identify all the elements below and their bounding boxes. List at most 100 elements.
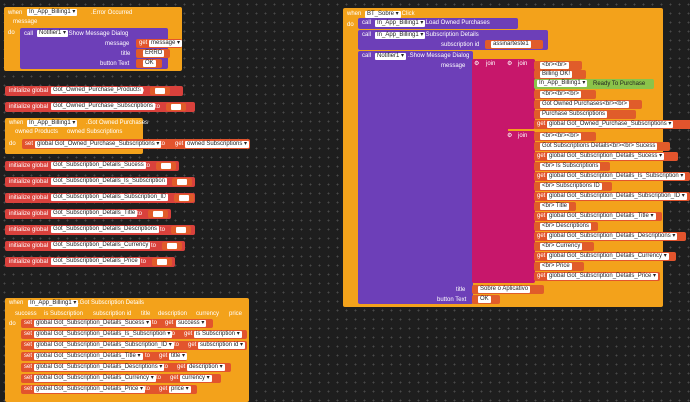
global-name[interactable]: Got_Owned_Purchase_Subscriptions [51, 103, 156, 110]
join-block[interactable] [505, 131, 535, 283]
join-text-value[interactable]: Billing OK! [540, 71, 573, 78]
join-gear-icon[interactable]: ⚙ [507, 133, 513, 139]
notifier-dropdown[interactable]: Notifier1 [375, 53, 407, 60]
join-get-dropdown[interactable]: global Got_Subscription_Details_Currency [547, 253, 669, 260]
owned-param-products[interactable]: owned Products [15, 129, 59, 135]
empty-string-value[interactable] [157, 259, 167, 265]
join-text-value[interactable]: <br> Currency [540, 243, 583, 250]
load-owned-purchases-call-block[interactable] [358, 18, 518, 29]
do-keyword: do [9, 141, 16, 147]
join-text-value[interactable]: Got Subscriptions Details<br><br> Sucess [540, 143, 658, 150]
join-get-dropdown[interactable]: global Got_Subscription_Details_Subscrip… [547, 193, 687, 200]
global-name[interactable]: Got_Subscription_Details_Price [51, 258, 140, 265]
get-variable-dropdown[interactable]: subscription id [198, 342, 246, 349]
global-name[interactable]: Got_Subscription_Details_Sucess [51, 162, 146, 169]
empty-string-value[interactable] [167, 243, 177, 249]
global-name[interactable]: Got_Subscription_Details_Descriptions [51, 226, 160, 233]
notifier-dropdown[interactable]: Notifier1 [37, 30, 69, 37]
details-param[interactable]: is Subscription [44, 311, 84, 317]
details-param[interactable]: price [229, 311, 243, 317]
join-gear-icon[interactable]: ⚙ [474, 61, 480, 67]
set-variable-dropdown[interactable]: global Got_Subscription_Details_Sucess [34, 320, 152, 327]
join-text-value[interactable]: <br><br> [540, 62, 569, 69]
load-component-dropdown[interactable]: In_App_Billing1 [375, 20, 426, 27]
details-param[interactable]: currency [196, 311, 220, 317]
join-text-value[interactable]: Got Owned Purchases<br><br> [540, 101, 630, 108]
global-name[interactable]: Got_Subscription_Details_Title [51, 210, 138, 217]
empty-string-value[interactable] [153, 211, 163, 217]
ready-to-purchase-block[interactable] [534, 79, 654, 89]
join-get-dropdown[interactable]: global Got_Owned_Purchase_Subscriptions [547, 121, 674, 128]
global-name[interactable]: Got_Subscription_Details_Subscription_ID [51, 194, 169, 201]
set-variable-dropdown[interactable]: global Got_Subscription_Details_Currency [34, 375, 156, 382]
when-keyword: when [8, 10, 23, 16]
join-get-dropdown[interactable]: global Got_Subscription_Details_Is_Subsc… [547, 173, 686, 180]
details-param[interactable]: title [141, 311, 151, 317]
get-variable-dropdown[interactable]: currency [180, 375, 212, 382]
join-get-dropdown[interactable]: global Got_Subscription_Details_Title [547, 213, 656, 220]
billing-component-dropdown[interactable]: In_App_Billing1 [537, 80, 588, 87]
empty-string-value[interactable] [155, 88, 165, 94]
get-variable-dropdown[interactable]: success [176, 320, 207, 327]
get-keyword: get [159, 353, 168, 359]
empty-string-value[interactable] [161, 163, 171, 169]
error-component-dropdown[interactable]: In_App_Billing1 [27, 9, 78, 16]
join-text-value[interactable]: <br> Is Subscriptions [540, 163, 601, 170]
show-message-dialog-call-block[interactable] [358, 51, 473, 304]
get-variable-dropdown[interactable]: owned Subscriptions [185, 141, 250, 148]
set-variable-dropdown[interactable]: global Got_Owned_Purchase_Subscriptions [35, 141, 162, 148]
empty-string-value[interactable] [177, 179, 187, 185]
get-variable-dropdown[interactable]: is Subscription [194, 331, 242, 338]
button-string-value[interactable]: OK [143, 60, 156, 67]
set-variable-dropdown[interactable]: global Got_Subscription_Details_Title [34, 353, 143, 360]
join-text-value[interactable]: <br> Subscriptions ID [540, 183, 602, 190]
join-get-dropdown[interactable]: global Got_Subscription_Details_Price [547, 273, 659, 280]
owned-param-subscriptions[interactable]: owned Subscriptions [67, 129, 123, 135]
global-name[interactable]: Got_Owned_Purchase_Products [51, 87, 143, 94]
empty-string-value[interactable] [179, 195, 189, 201]
details-param[interactable]: description [158, 311, 188, 317]
click-component-dropdown[interactable]: BT_Sobre [365, 11, 401, 18]
details-param[interactable]: success [15, 311, 37, 317]
to-keyword: to [161, 179, 167, 185]
join-text-value[interactable]: <br> Title [540, 203, 570, 210]
message-socket-label: message [441, 63, 466, 69]
get-variable-dropdown[interactable]: title [169, 353, 188, 360]
join-get-dropdown[interactable]: global Got_Subscription_Details_Descript… [547, 233, 678, 240]
global-name[interactable]: Got_Subscription_Details_Currency [51, 242, 151, 249]
set-variable-dropdown[interactable]: global Got_Subscription_Details_Price [34, 386, 146, 393]
get-keyword: get [170, 375, 179, 381]
details-component-dropdown[interactable]: In_App_Billing1 [28, 300, 79, 307]
dialog-button-value[interactable]: OK [478, 296, 491, 303]
get-variable-dropdown[interactable]: price [169, 386, 191, 393]
title-string-value[interactable]: ERRO [143, 50, 165, 57]
owned-component-dropdown[interactable]: In_App_Billing1 [27, 120, 78, 127]
join-block[interactable] [505, 59, 535, 129]
join-gear-icon[interactable]: ⚙ [507, 61, 513, 67]
error-param-message[interactable]: message [13, 19, 38, 25]
get-message-dropdown[interactable]: message [149, 40, 183, 47]
set-variable-dropdown[interactable]: global Got_Subscription_Details_Subscrip… [34, 342, 174, 349]
details-event-name: .Got Subscription Details [78, 300, 145, 306]
join-text-value[interactable]: <br><br><br> [540, 91, 582, 98]
dialog-title-value[interactable]: Sobre o Aplicativo [478, 286, 531, 293]
join-get-dropdown[interactable]: global Got_Subscription_Details_Sucess [547, 153, 665, 160]
subscription-component-dropdown[interactable]: In_App_Billing1 [375, 32, 426, 39]
to-keyword: to [170, 331, 176, 337]
details-param[interactable]: subscription id [93, 311, 132, 317]
call-keyword: call [24, 31, 34, 37]
init-global-keyword: initialize global [9, 227, 49, 233]
empty-string-value[interactable] [171, 104, 181, 110]
subscription-id-value[interactable]: assinarteste1 [491, 41, 531, 48]
set-variable-dropdown[interactable]: global Got_Subscription_Details_Descript… [34, 364, 165, 371]
empty-string-value[interactable] [176, 227, 186, 233]
global-name[interactable]: Got_Subscription_Details_Is_Subscription [51, 178, 168, 185]
got-subscription-details-event-block[interactable] [5, 298, 249, 402]
join-text-value[interactable]: <br> Descriptions [540, 223, 592, 230]
set-variable-dropdown[interactable]: global Got_Subscription_Details_Is_Subsc… [34, 331, 173, 338]
join-text-value[interactable]: Purchase Subscriptions [540, 111, 608, 118]
join-text-value[interactable]: <br><br><br> [540, 133, 582, 140]
get-variable-dropdown[interactable]: description [187, 364, 225, 371]
join-block[interactable] [472, 59, 508, 283]
join-text-value[interactable]: <br> Price [540, 263, 572, 270]
